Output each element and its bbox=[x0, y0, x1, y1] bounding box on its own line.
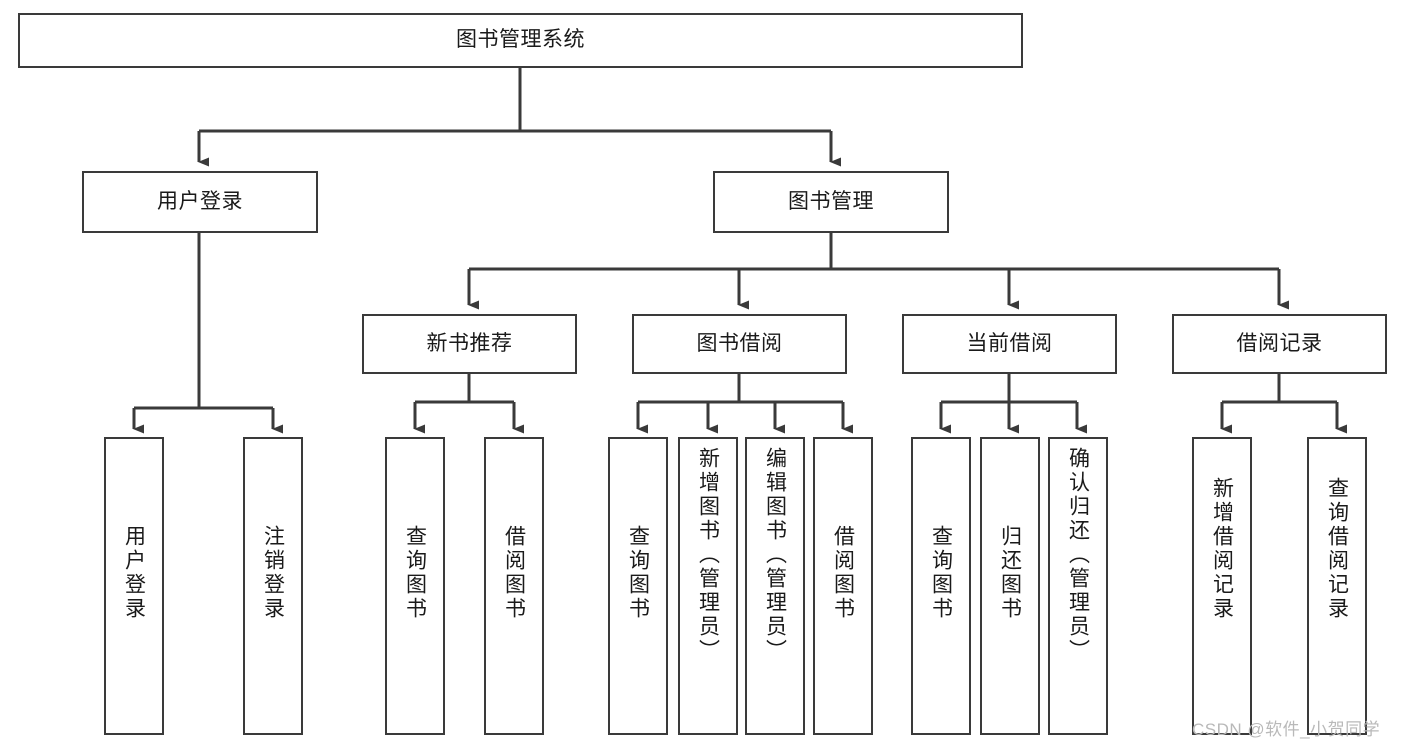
node-book-manage[interactable]: 图书管理 bbox=[713, 171, 949, 233]
node-leaf-borrow-book-1-label: 借阅图书 bbox=[502, 525, 526, 621]
node-book-manage-label: 图书管理 bbox=[788, 189, 874, 213]
node-leaf-edit-book[interactable]: 编辑图书（管理员） bbox=[745, 437, 805, 735]
node-leaf-query-book-2-label: 查询图书 bbox=[626, 525, 650, 621]
node-user-login[interactable]: 用户登录 bbox=[82, 171, 318, 233]
node-leaf-edit-book-label: 编辑图书（管理员） bbox=[763, 447, 787, 663]
node-leaf-borrow-book-2-label: 借阅图书 bbox=[831, 525, 855, 621]
node-leaf-query-book-3[interactable]: 查询图书 bbox=[911, 437, 971, 735]
node-borrow-record[interactable]: 借阅记录 bbox=[1172, 314, 1387, 374]
node-current-borrow[interactable]: 当前借阅 bbox=[902, 314, 1117, 374]
node-leaf-user-login-label: 用户登录 bbox=[122, 525, 146, 621]
csdn-watermark: CSDN @软件_小贺同学 bbox=[1192, 720, 1381, 739]
node-leaf-query-book-3-label: 查询图书 bbox=[929, 525, 953, 621]
node-leaf-query-record-label: 查询借阅记录 bbox=[1325, 477, 1349, 621]
node-borrow-record-label: 借阅记录 bbox=[1236, 331, 1323, 355]
node-book-borrow-label: 图书借阅 bbox=[696, 331, 783, 355]
node-leaf-query-book-2[interactable]: 查询图书 bbox=[608, 437, 668, 735]
node-leaf-add-record[interactable]: 新增借阅记录 bbox=[1192, 437, 1252, 735]
node-current-borrow-label: 当前借阅 bbox=[966, 331, 1053, 355]
node-leaf-add-book-label: 新增图书（管理员） bbox=[696, 447, 720, 663]
node-leaf-borrow-book-2[interactable]: 借阅图书 bbox=[813, 437, 873, 735]
node-leaf-query-book-1[interactable]: 查询图书 bbox=[385, 437, 445, 735]
node-leaf-logout-login[interactable]: 注销登录 bbox=[243, 437, 303, 735]
node-new-book-recommend-label: 新书推荐 bbox=[426, 331, 513, 355]
node-user-login-label: 用户登录 bbox=[157, 189, 243, 213]
node-leaf-return-book[interactable]: 归还图书 bbox=[980, 437, 1040, 735]
node-leaf-add-book[interactable]: 新增图书（管理员） bbox=[678, 437, 738, 735]
node-leaf-user-login[interactable]: 用户登录 bbox=[104, 437, 164, 735]
node-leaf-add-record-label: 新增借阅记录 bbox=[1210, 477, 1234, 621]
node-root[interactable]: 图书管理系统 bbox=[18, 13, 1023, 68]
node-root-label: 图书管理系统 bbox=[456, 28, 585, 52]
node-leaf-return-book-label: 归还图书 bbox=[998, 525, 1022, 621]
node-leaf-query-book-1-label: 查询图书 bbox=[403, 525, 427, 621]
node-leaf-logout-login-label: 注销登录 bbox=[261, 525, 285, 621]
node-leaf-confirm-return[interactable]: 确认归还（管理员） bbox=[1048, 437, 1108, 735]
node-leaf-borrow-book-1[interactable]: 借阅图书 bbox=[484, 437, 544, 735]
node-leaf-query-record[interactable]: 查询借阅记录 bbox=[1307, 437, 1367, 735]
node-new-book-recommend[interactable]: 新书推荐 bbox=[362, 314, 577, 374]
node-leaf-confirm-return-label: 确认归还（管理员） bbox=[1066, 447, 1090, 663]
node-book-borrow[interactable]: 图书借阅 bbox=[632, 314, 847, 374]
